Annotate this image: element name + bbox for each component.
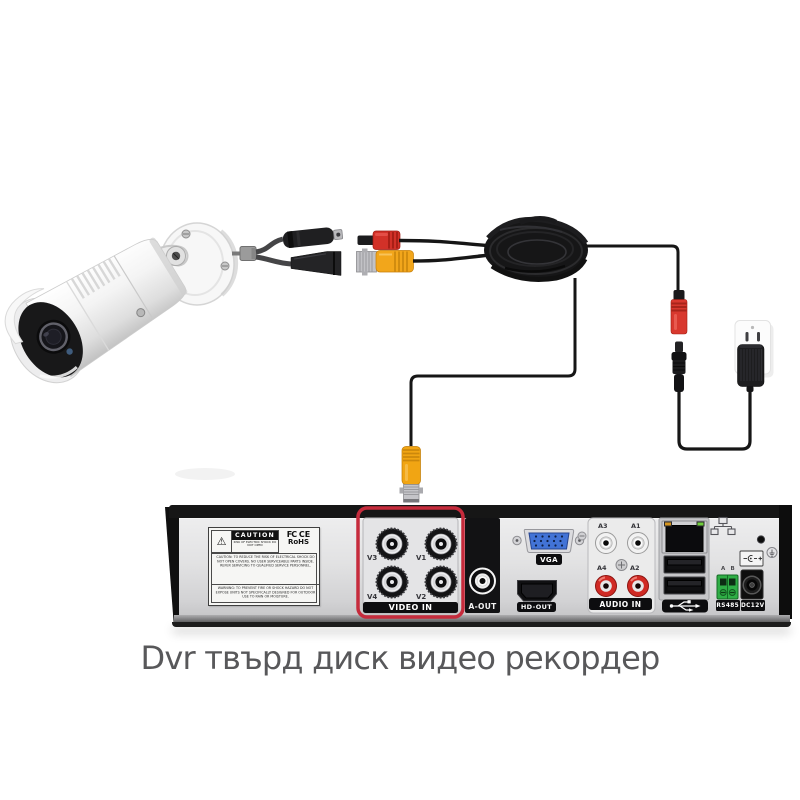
lan-icon (710, 516, 736, 536)
product-caption: Dvr твърд диск видео рекордер (140, 639, 660, 677)
dc-polarity-icon (739, 550, 764, 567)
caution-body: CAUTION: TO REDUCE THE RISK OF ELECTRICA… (211, 553, 319, 603)
caution-title: CAUTION (232, 531, 278, 540)
outlet-slot (745, 332, 749, 342)
dvr-bottom-edge (174, 615, 790, 623)
video-power-cable (398, 238, 493, 248)
label-a3: A3 (598, 522, 608, 530)
ir-led (66, 348, 73, 355)
camera-sun-shield (4, 288, 45, 345)
camera-vent-ribs (70, 258, 121, 299)
a-out-label: A-OUT (468, 602, 497, 611)
rca-port-a2[interactable] (627, 575, 649, 597)
bnc-port-v3[interactable] (375, 527, 409, 561)
caution-header: ⚠ CAUTION RISK OF ELECTRIC SHOCK DO NOT … (211, 530, 279, 553)
cert-marks: FC CE RoHS (280, 530, 317, 546)
camera-lens (36, 319, 71, 354)
caution-sticker: ⚠ CAUTION RISK OF ELECTRIC SHOCK DO NOT … (208, 527, 320, 606)
outlet-slot (757, 332, 760, 342)
wire-adapter-to-plug (677, 387, 752, 451)
power-adapter (737, 344, 765, 392)
fcc-mark: FC (286, 530, 297, 539)
rs485-pin-b-label: B (730, 566, 735, 572)
audio-in-label-bar: AUDIO IN (589, 598, 652, 610)
dc12v-jack[interactable] (740, 569, 764, 600)
dvr-top-edge (169, 505, 792, 518)
dc12v-label-bar: DC12V (740, 600, 765, 611)
label-a2: A2 (630, 564, 640, 572)
dc-male-plug-black (671, 341, 687, 392)
usb-icon (662, 599, 708, 613)
rs485-terminal[interactable] (716, 574, 739, 600)
dvr-base-shadow (172, 622, 791, 627)
video-in-label-bar: VIDEO IN (363, 602, 458, 613)
video-in-highlight-box (356, 506, 465, 619)
ce-mark: CE (298, 530, 311, 539)
vga-port[interactable] (512, 529, 585, 553)
dc-female-connector-red (670, 290, 688, 335)
cable-bnc-plug-yellow (356, 248, 414, 276)
bnc-port-v1[interactable] (424, 527, 458, 561)
rs485-pin-a-label: A (721, 566, 726, 572)
dvr-ports-graphics (356, 506, 778, 619)
label-a1: A1 (631, 522, 641, 530)
ethernet-led-orange (665, 522, 671, 526)
pigtail-bnc-connector (290, 251, 342, 276)
rs485-label-bar: RS485 (716, 600, 740, 611)
camera-shadow (175, 468, 235, 480)
warning-glyph: ⚠ (216, 535, 227, 548)
camera-side-screw (136, 308, 146, 318)
rca-port-a1[interactable] (627, 532, 649, 554)
rohs-mark: RoHS (287, 538, 310, 546)
warning-paragraph: WARNING: TO PREVENT FIRE OR SHOCK HAZARD… (212, 583, 319, 600)
usb-port-2[interactable] (663, 576, 706, 595)
wire-to-dvr-video-in (409, 278, 577, 446)
bnc-plug-yellow-to-dvr (399, 446, 423, 503)
bnc-port-v2[interactable] (424, 565, 458, 599)
label-v1: V1 (416, 554, 427, 562)
a-out-panel (465, 518, 500, 613)
dvr-right-edge (779, 505, 792, 619)
bullet-camera (4, 237, 188, 384)
ethernet-port[interactable] (661, 520, 708, 554)
rca-port-a4[interactable] (595, 575, 617, 597)
caution-paragraph: CAUTION: TO REDUCE THE RISK OF ELECTRICA… (216, 555, 315, 568)
cable-coil (484, 216, 589, 282)
rca-port-a-out[interactable] (469, 567, 496, 595)
hdmi-port[interactable] (517, 580, 557, 602)
label-v4: V4 (367, 593, 378, 601)
warning-triangle-icon: ⚠ (212, 531, 232, 552)
label-v3: V3 (367, 554, 378, 562)
ethernet-led-green (697, 522, 704, 526)
dvr-rear-panel: ⚠ CAUTION RISK OF ELECTRIC SHOCK DO NOT … (165, 505, 792, 627)
audio-center-screw (615, 559, 628, 571)
vga-label-bar: VGA (536, 554, 562, 565)
rca-port-a3[interactable] (595, 532, 617, 554)
ground-icon (766, 547, 778, 558)
hd-out-label-bar: HD-OUT (517, 601, 556, 612)
cable-power-plug-red (357, 230, 401, 250)
video-power-cable-2 (412, 253, 491, 263)
screw-hole (756, 535, 766, 544)
pigtail-power-jack (282, 227, 344, 249)
wire-to-power-connector (585, 244, 680, 298)
camera-pigtail-splitter (232, 227, 344, 276)
usb-port-1[interactable] (663, 555, 706, 574)
bnc-port-v4[interactable] (375, 565, 409, 599)
caution-subtitle: RISK OF ELECTRIC SHOCK DO NOT OPEN (233, 540, 277, 547)
label-a4: A4 (597, 564, 607, 572)
label-v2: V2 (416, 593, 427, 601)
